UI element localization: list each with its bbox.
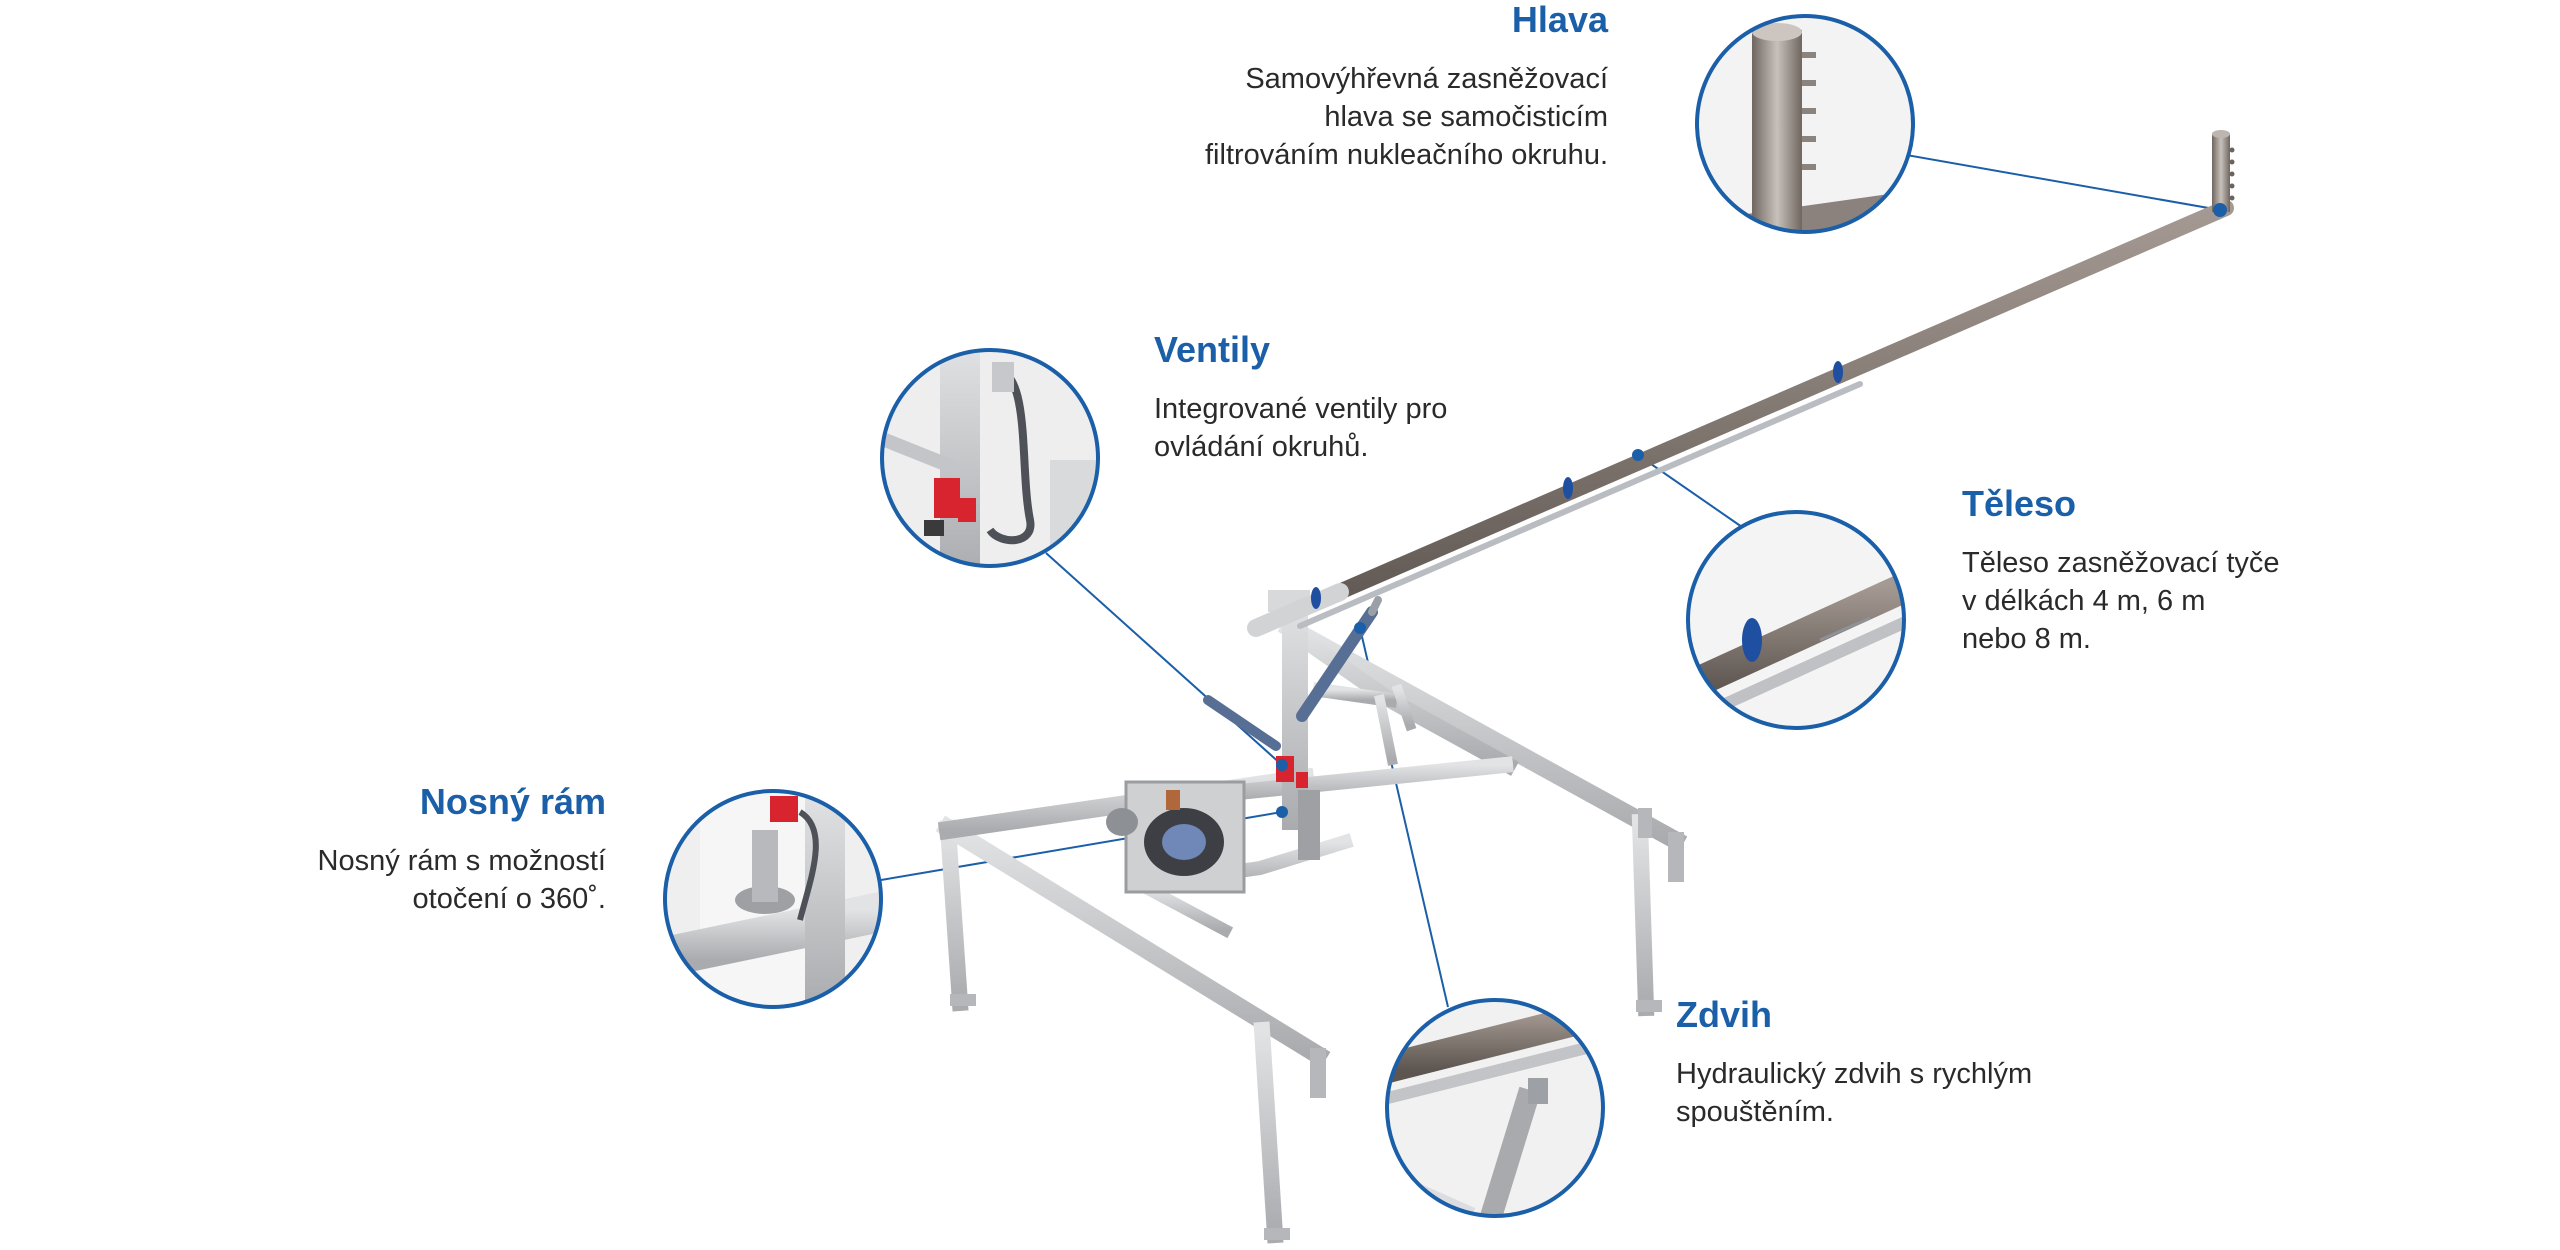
pump-unit	[1106, 780, 1246, 894]
detail-circle-nosny-ram	[663, 789, 883, 1009]
callout-teleso-line-1: Těleso zasněžovací tyče	[1962, 546, 2280, 579]
callout-zdvih-line-1: Hydraulický zdvih s rychlým	[1676, 1057, 2033, 1090]
nozzle-head	[2212, 130, 2235, 212]
callout-zdvih-line-2: spouštěním.	[1676, 1095, 1834, 1128]
callout-teleso-line-3: nebo 8 m.	[1962, 622, 2091, 655]
callout-nosny-ram-line-1: Nosný rám s možností	[317, 844, 606, 877]
callout-nosny-ram-line-2: otočení o 360˚.	[412, 882, 606, 915]
detail-circle-teleso	[1686, 510, 1906, 730]
callout-hlava-line-2: hlava se samočisticím	[1324, 100, 1608, 133]
callout-teleso-line-2: v délkách 4 m, 6 m	[1962, 584, 2206, 617]
detail-circle-hlava	[1695, 14, 1915, 234]
anchor-points	[1276, 203, 2227, 818]
lance-body	[1247, 200, 2234, 637]
support-frame	[935, 615, 1688, 1244]
callout-ventily-line-2: ovládání okruhů.	[1154, 430, 1369, 463]
callout-hlava-line-3: filtrováním nukleačního okruhu.	[1205, 138, 1608, 171]
callout-ventily-title: Ventily	[1154, 329, 1271, 370]
callout-ventily-line-1: Integrované ventily pro	[1154, 392, 1448, 425]
callout-teleso: Těleso Těleso zasněžovací tyče v délkách…	[1962, 484, 2362, 658]
detail-circle-ventily	[880, 348, 1100, 568]
leader-hlava	[1894, 152, 2221, 211]
callout-teleso-title: Těleso	[1962, 483, 2077, 524]
callout-zdvih: Zdvih Hydraulický zdvih s rychlým spoušt…	[1676, 995, 2156, 1131]
callout-hlava: Hlava Samovýhřevná zasněžovací hlava se …	[1088, 0, 1608, 174]
callout-ventily: Ventily Integrované ventily pro ovládání…	[1154, 330, 1574, 466]
callout-hlava-title: Hlava	[1511, 0, 1608, 40]
detail-circle-zdvih	[1385, 998, 1605, 1218]
frame-feet	[950, 808, 1684, 1240]
leader-teleso	[1637, 454, 1743, 528]
callout-nosny-ram: Nosný rám Nosný rám s možností otočení o…	[166, 782, 606, 918]
leader-ventily	[1045, 552, 1283, 766]
callout-hlava-line-1: Samovýhřevná zasněžovací	[1245, 62, 1608, 95]
lance-clamps	[1311, 361, 1843, 609]
callout-zdvih-title: Zdvih	[1676, 994, 1772, 1035]
callout-nosny-ram-title: Nosný rám	[419, 781, 606, 822]
machine-illustration	[935, 130, 2235, 1244]
